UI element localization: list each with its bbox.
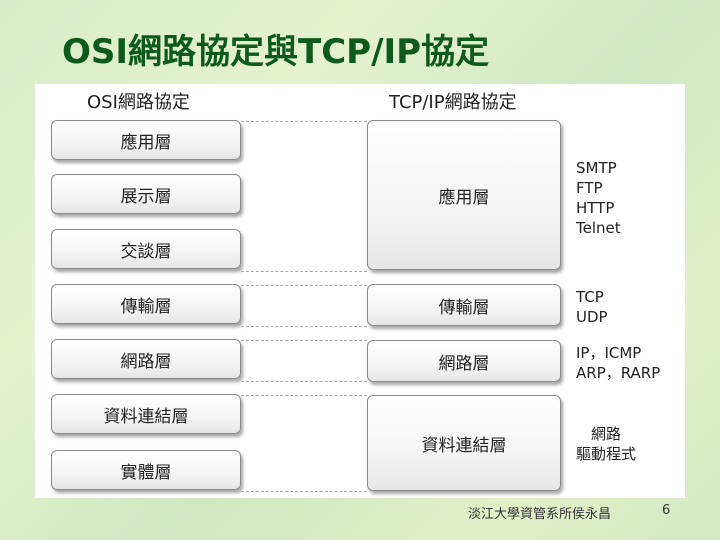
connector-line (241, 271, 367, 272)
osi-layer-session: 交談層 (51, 229, 241, 269)
protocols-application: SMTP FTP HTTP Telnet (576, 158, 621, 238)
osi-layer-transport: 傳輸層 (51, 284, 241, 324)
protocol-smtp: SMTP (576, 159, 617, 177)
slide-title: OSI網路協定與TCP/IP協定 (62, 32, 490, 72)
diagram-panel: OSI網路協定 TCP/IP網路協定 應用層 展示層 交談層 傳輸層 網路層 資… (35, 84, 685, 498)
tcpip-layer-datalink: 資料連結層 (367, 395, 561, 491)
tcpip-layer-network: 網路層 (367, 340, 561, 382)
protocol-arp-rarp: ARP，RARP (576, 364, 661, 382)
connector-line (241, 381, 367, 382)
osi-header: OSI網路協定 (87, 92, 190, 113)
protocol-ftp: FTP (576, 179, 603, 197)
protocols-datalink: 網路 驅動程式 (576, 424, 636, 464)
datalink-network-label: 網路 (591, 425, 622, 443)
protocol-telnet: Telnet (576, 219, 621, 237)
osi-layer-presentation: 展示層 (51, 174, 241, 214)
protocol-ip-icmp: IP，ICMP (576, 344, 642, 362)
protocol-http: HTTP (576, 199, 615, 217)
tcpip-layer-transport: 傳輸層 (367, 284, 561, 326)
osi-layer-datalink: 資料連結層 (51, 394, 241, 434)
connector-line (241, 285, 367, 286)
protocol-tcp: TCP (576, 288, 604, 306)
page-number: 6 (662, 503, 671, 518)
footer-author: 淡江大學資管系所侯永昌 (468, 507, 612, 522)
osi-layer-network: 網路層 (51, 339, 241, 379)
protocols-transport: TCP UDP (576, 287, 608, 327)
datalink-driver-label: 驅動程式 (576, 445, 637, 463)
connector-line (241, 340, 367, 341)
osi-layer-physical: 實體層 (51, 450, 241, 490)
tcpip-layer-application: 應用層 (367, 120, 561, 270)
connector-line (241, 326, 367, 327)
tcpip-header: TCP/IP網路協定 (389, 92, 517, 113)
connector-line (241, 121, 367, 122)
protocols-network: IP，ICMP ARP，RARP (576, 343, 660, 383)
connector-line (241, 395, 367, 396)
connector-line (241, 491, 367, 492)
protocol-udp: UDP (576, 308, 608, 326)
osi-layer-application: 應用層 (51, 120, 241, 160)
